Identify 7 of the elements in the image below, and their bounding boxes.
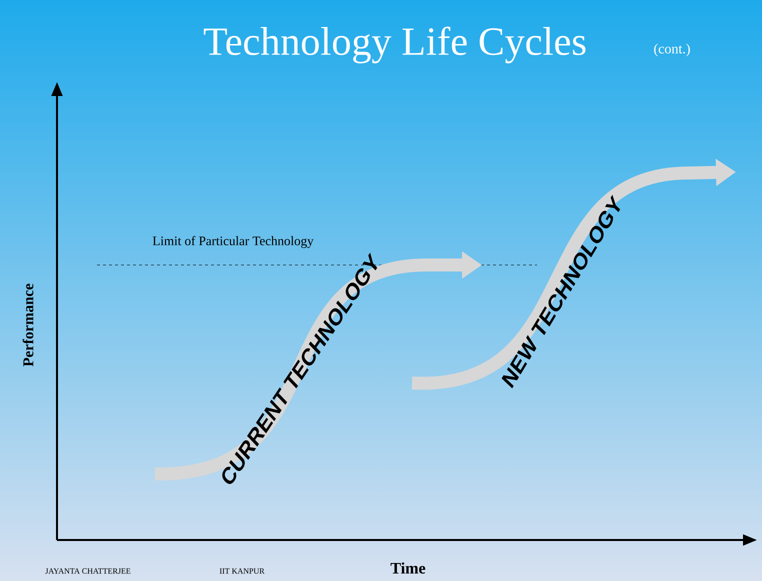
axis-label: Performance (22, 284, 34, 366)
footer-text: IIT KANPUR (220, 568, 265, 574)
axis-label: Time (390, 562, 426, 574)
footer-text: JAYANTA CHATTERJEE (45, 568, 130, 574)
title: Technology Life Cycles (204, 26, 586, 64)
limit-label: Limit of Particular Technology (152, 236, 314, 248)
title-note: (cont.) (654, 44, 690, 56)
